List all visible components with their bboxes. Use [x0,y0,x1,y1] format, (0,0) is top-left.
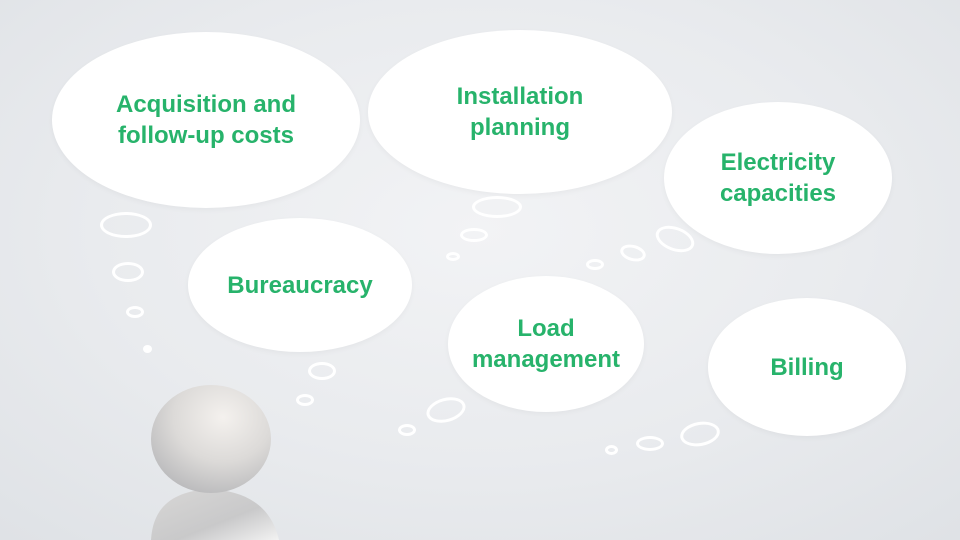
bubble-label-installation: Installation planning [456,83,584,141]
trail-ring [423,393,469,427]
trail-ring [586,259,604,270]
bubble-label-acquisition: Acquisition and follow-up costs [116,91,296,149]
bubble-installation-planning: Installation planning [368,30,672,194]
bubble-acquisition-costs: Acquisition and follow-up costs [52,32,360,208]
trail-ring [296,394,314,406]
bubble-electricity-capacities: Electricity capacities [664,102,892,254]
trail-ring [126,306,144,318]
trail-ring [398,424,416,436]
bubble-label-electricity: Electricity capacities [719,149,837,207]
bubble-billing: Billing [708,298,906,436]
bubble-label-bureaucracy: Bureaucracy [227,271,373,299]
trail-ring [308,362,336,380]
bubble-label-load: Load management [471,315,621,373]
trail-ring [446,252,460,261]
trail-ring [605,445,618,455]
bubble-load-management: Load management [448,276,644,412]
trail-ring [460,228,488,242]
trail-ring [472,196,522,218]
trail-ring [678,418,722,450]
trail-ring [636,436,664,451]
bubble-bureaucracy: Bureaucracy [188,218,412,352]
bubble-label-billing: Billing [770,353,844,381]
trail-ring [100,212,152,238]
trail-ring [618,241,648,265]
trail-ring [112,262,144,282]
trail-dot [143,345,152,353]
thinking-figure [151,385,279,540]
